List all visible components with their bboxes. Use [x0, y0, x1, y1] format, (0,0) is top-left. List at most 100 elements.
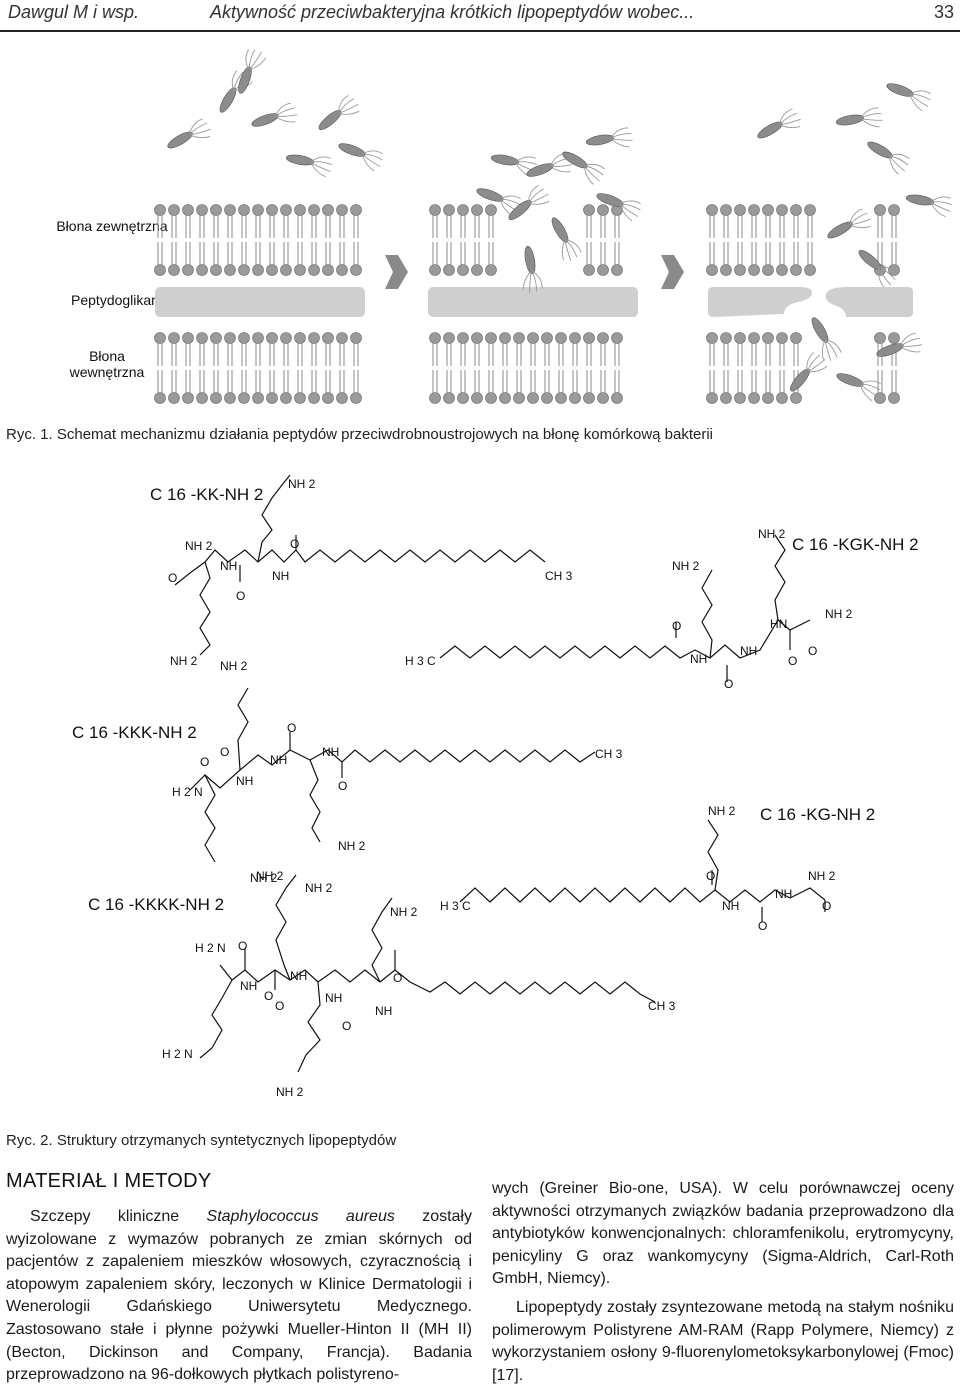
paragraph: Szczepy kliniczne Staphylococcus aureus …: [6, 1206, 472, 1387]
lipid-molecule: [611, 241, 623, 276]
atom-label: NH 2: [185, 539, 213, 553]
atom-label: NH: [775, 887, 792, 901]
lipid-molecule: [720, 204, 732, 239]
atom-label: O: [706, 869, 715, 883]
atom-label: H 2 N: [172, 785, 203, 799]
lipid-molecule: [280, 332, 292, 367]
lipid-molecule: [238, 241, 250, 276]
lipid-molecule: [790, 332, 802, 367]
lipid-molecule: [790, 241, 802, 276]
lipid-molecule: [224, 332, 236, 367]
lipid-molecule: [322, 241, 334, 276]
species-name: Staphylococcus aureus: [206, 1208, 395, 1225]
atom-label: NH 2: [758, 527, 786, 541]
lipid-molecule: [350, 369, 362, 404]
lipid-molecule: [804, 241, 816, 276]
atom-label: O: [342, 1019, 351, 1033]
lipid-molecule: [238, 204, 250, 239]
label-outer-membrane: Błona zewnętrzna: [56, 218, 168, 234]
peptide-molecule: [334, 137, 386, 173]
lipid-molecule: [443, 241, 455, 276]
lipid-molecule: [308, 204, 320, 239]
lipid-molecule: [471, 369, 483, 404]
atom-label: NH 2: [288, 477, 316, 491]
lipid-molecule: [485, 204, 497, 239]
lipid-molecule: [210, 241, 222, 276]
figure1-caption: Ryc. 1. Schemat mechanizmu działania pep…: [6, 426, 714, 443]
lipid-molecule: [182, 204, 194, 239]
lipid-molecule: [266, 204, 278, 239]
lipid-molecule: [350, 332, 362, 367]
peptide-molecule: [163, 117, 215, 158]
atom-label: O: [236, 589, 245, 603]
atom-label: O: [822, 899, 831, 913]
lipid-molecule: [734, 204, 746, 239]
lipid-molecule: [513, 369, 525, 404]
atom-label: NH: [270, 753, 287, 767]
lipid-molecule: [224, 241, 236, 276]
atom-label: O: [287, 721, 296, 735]
lipid-molecule: [471, 241, 483, 276]
atom-label: O: [393, 971, 402, 985]
atom-label: NH 2: [276, 1085, 304, 1099]
atom-label: NH 2: [305, 881, 333, 895]
lipid-molecule: [429, 332, 441, 367]
lipid-molecule: [238, 369, 250, 404]
compound-c16-kk: C 16 -KK-NH 2: [150, 485, 263, 504]
lipid-molecule: [471, 204, 483, 239]
atom-label: O: [808, 644, 817, 658]
lipid-molecule: [569, 332, 581, 367]
lipid-molecule: [762, 369, 774, 404]
header-rule: [0, 30, 960, 32]
lipid-molecule: [776, 332, 788, 367]
lipid-molecule: [762, 204, 774, 239]
atom-label: H 2 N: [162, 1047, 193, 1061]
lipid-molecule: [350, 204, 362, 239]
lipid-molecule: [308, 369, 320, 404]
atom-label: NH 2: [256, 869, 284, 883]
peptide-molecule: [823, 207, 875, 248]
lipid-molecule: [196, 332, 208, 367]
lipid-molecule: [294, 369, 306, 404]
lipid-molecule: [748, 332, 760, 367]
panel-3: [708, 287, 913, 317]
lipid-molecule: [350, 241, 362, 276]
peptide-molecule: [248, 101, 300, 137]
lipid-molecule: [336, 332, 348, 367]
lipid-molecule: [457, 369, 469, 404]
lipid-molecule: [252, 204, 264, 239]
lipid-molecule: [182, 332, 194, 367]
panel-1: [155, 287, 365, 317]
lipid-molecule: [471, 332, 483, 367]
lipid-molecule: [280, 204, 292, 239]
text-run: Szczepy kliniczne: [30, 1208, 207, 1225]
atom-label: O: [672, 619, 681, 633]
lipid-molecule: [224, 204, 236, 239]
lipid-molecule: [776, 241, 788, 276]
lipid-molecule: [541, 369, 553, 404]
lipid-molecule: [443, 204, 455, 239]
lipid-molecule: [336, 369, 348, 404]
lipid-molecule: [182, 369, 194, 404]
lipid-molecule: [168, 241, 180, 276]
left-column: Szczepy kliniczne Staphylococcus aureus …: [6, 1206, 472, 1387]
lipid-molecule: [874, 369, 886, 404]
lipid-molecule: [196, 204, 208, 239]
lipid-molecule: [322, 204, 334, 239]
lipid-molecule: [597, 332, 609, 367]
atom-label: NH: [236, 774, 253, 788]
atom-label: O: [168, 571, 177, 585]
peptide-molecule: [882, 77, 934, 113]
lipid-molecule: [734, 241, 746, 276]
lipid-molecule: [706, 204, 718, 239]
compound-c16-kkkk: C 16 -KKKK-NH 2: [88, 895, 224, 914]
lipid-molecule: [266, 332, 278, 367]
lipid-molecule: [266, 369, 278, 404]
lipid-molecule: [499, 332, 511, 367]
lipid-molecule: [720, 369, 732, 404]
lipid-molecule: [527, 369, 539, 404]
lipid-molecule: [443, 332, 455, 367]
lipid-molecule: [308, 241, 320, 276]
lipid-molecule: [748, 369, 760, 404]
peptide-molecule: [542, 213, 583, 265]
